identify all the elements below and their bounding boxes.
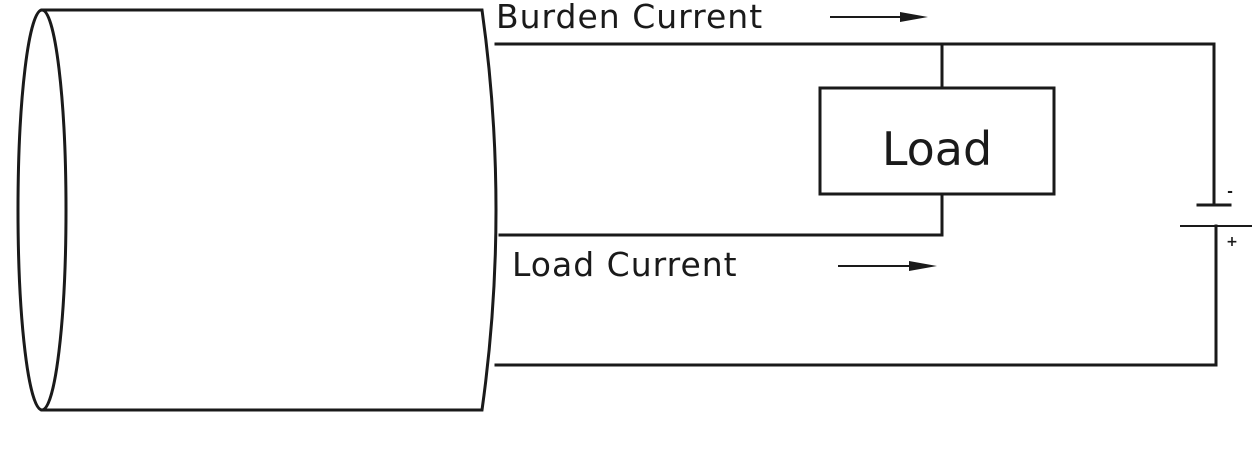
burden-current-wire (494, 42, 1216, 207)
burden-current-label: Burden Current (496, 0, 763, 36)
return-wire (494, 224, 1218, 367)
load-current-arrow (838, 261, 937, 271)
cylinder-body (40, 8, 498, 412)
load-current-label: Load Current (512, 245, 738, 284)
cylinder-core (16, 8, 498, 412)
battery-negative-label: - (1227, 184, 1233, 200)
load-label: Load (882, 122, 992, 176)
load-box (818, 86, 1056, 196)
cylinder-front-face (16, 8, 68, 412)
battery-symbol (1180, 203, 1252, 227)
battery-positive-label: + (1226, 234, 1238, 250)
load-current-wire (498, 192, 944, 237)
burden-current-arrow (830, 12, 928, 22)
